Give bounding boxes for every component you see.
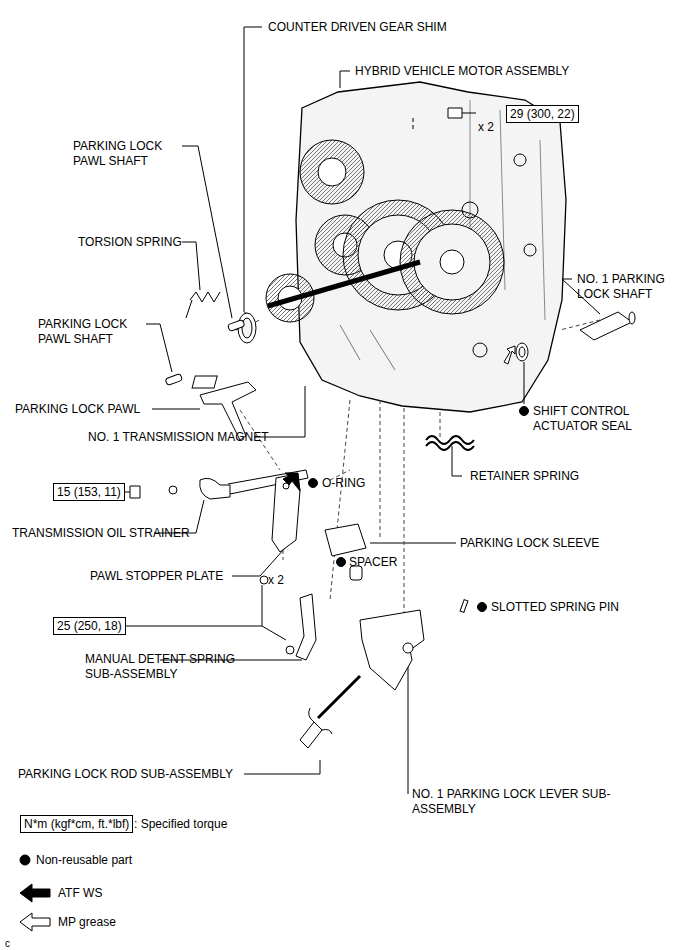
part-label: x 2 bbox=[268, 573, 284, 588]
torque-value: 29 (300, 22) bbox=[510, 107, 575, 121]
part-label: NO. 1 TRANSMISSION MAGNET bbox=[88, 430, 268, 445]
torque-value: 15 (153, 11) bbox=[57, 485, 121, 499]
part-label: TRANSMISSION OIL STRAINER bbox=[12, 526, 190, 541]
part-label: x 2 bbox=[478, 120, 494, 135]
torque-box: 29 (300, 22) bbox=[506, 105, 579, 123]
part-label: PARKING LOCK ROD SUB-ASSEMBLY bbox=[18, 767, 233, 782]
part-label: PARKING LOCK PAWL bbox=[15, 402, 140, 417]
part-label: NO. 1 PARKING LOCK SHAFT bbox=[577, 272, 685, 302]
part-label: TORSION SPRING bbox=[78, 235, 182, 250]
motor-housing bbox=[296, 82, 566, 412]
part-label: HYBRID VEHICLE MOTOR ASSEMBLY bbox=[355, 64, 569, 79]
legend-text: MP grease bbox=[58, 915, 116, 930]
torque-box: N*m (kgf*cm, ft.*lbf) bbox=[20, 815, 133, 833]
part-label: PAWL STOPPER PLATE bbox=[90, 569, 223, 584]
part-label: SLOTTED SPRING PIN bbox=[491, 600, 619, 615]
part-label: RETAINER SPRING bbox=[470, 469, 579, 484]
part-label: MANUAL DETENT SPRING SUB-ASSEMBLY bbox=[85, 652, 265, 682]
torque-value: 25 (250, 18) bbox=[57, 619, 122, 633]
part-label: COUNTER DRIVEN GEAR SHIM bbox=[268, 20, 447, 35]
part-label: SHIFT CONTROL ACTUATOR SEAL bbox=[533, 404, 651, 434]
part-label: NO. 1 PARKING LOCK LEVER SUB-ASSEMBLY bbox=[412, 787, 612, 817]
part-label: PARKING LOCK PAWL SHAFT bbox=[38, 317, 148, 347]
part-label: : Specified torque bbox=[134, 817, 227, 832]
legend-text: Non-reusable part bbox=[36, 853, 132, 868]
part-label: SPACER bbox=[349, 555, 397, 570]
part-label: PARKING LOCK PAWL SHAFT bbox=[73, 139, 183, 169]
torque-box: 15 (153, 11) bbox=[53, 483, 125, 501]
torque-box: 25 (250, 18) bbox=[53, 617, 126, 635]
part-label: c bbox=[5, 936, 10, 950]
legend-text: ATF WS bbox=[58, 886, 102, 901]
torque-value: N*m (kgf*cm, ft.*lbf) bbox=[24, 817, 129, 831]
part-label: O-RING bbox=[322, 476, 365, 491]
part-label: PARKING LOCK SLEEVE bbox=[460, 536, 599, 551]
